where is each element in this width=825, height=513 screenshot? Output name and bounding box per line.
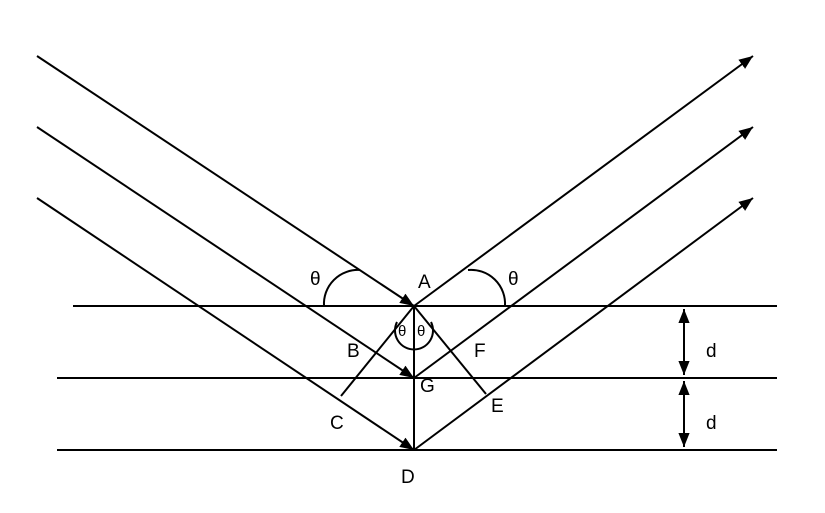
line-AE [413,305,487,395]
incident-ray-2 [36,126,415,379]
line-AC [340,305,415,397]
label-d-lower: d [706,413,717,434]
angle-arc-left [322,268,361,307]
label-B: B [347,341,360,362]
label-theta-inner-left: θ [398,323,406,340]
label-F: F [474,341,486,362]
label-G: G [420,376,435,397]
label-A: A [418,272,431,293]
reflected-ray-3 [413,197,754,451]
label-theta-inner-right: θ [417,323,425,340]
reflected-ray-1 [413,55,754,307]
incident-ray-3 [36,197,415,451]
angle-arc-right [467,268,507,307]
label-C: C [330,413,344,434]
angle-arc-inner [394,321,434,351]
label-theta-right: θ [508,269,519,290]
label-theta-left: θ [310,269,321,290]
incident-ray-1 [36,55,415,307]
label-d-upper: d [706,341,717,362]
label-E: E [491,396,504,417]
label-D: D [401,467,415,488]
reflected-ray-2 [413,126,754,379]
